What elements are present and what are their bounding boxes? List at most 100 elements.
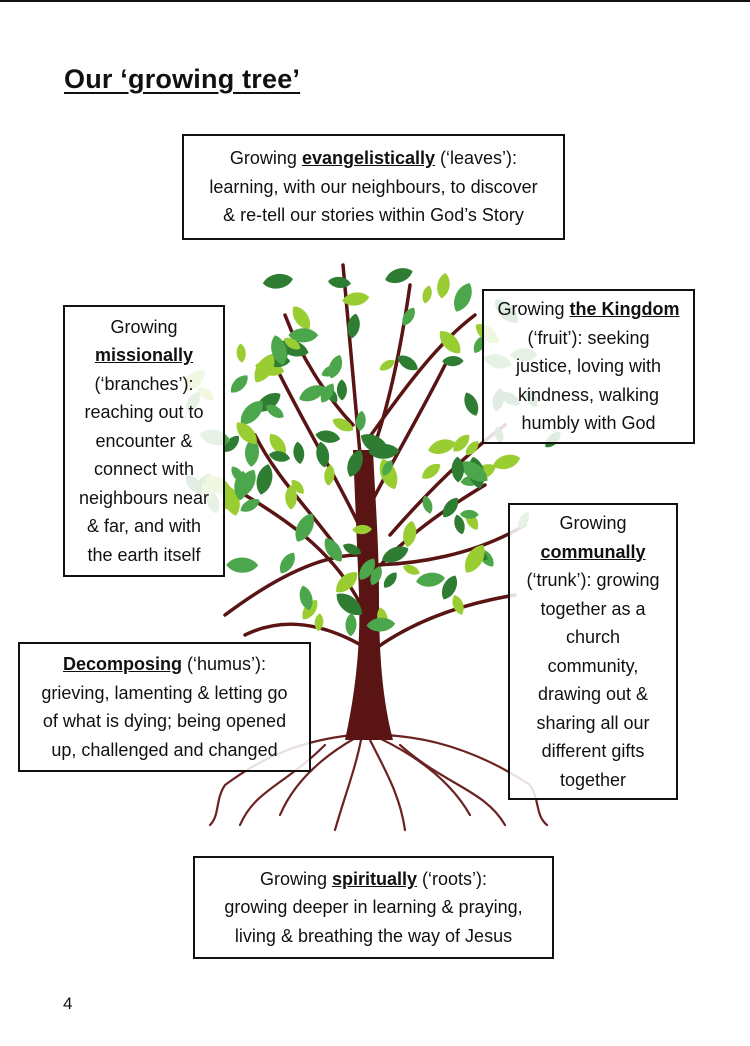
communal-keyword: communally — [540, 541, 646, 562]
tree-leaf — [295, 513, 314, 542]
communal-line: community, — [547, 655, 639, 676]
tree-leaf — [441, 575, 458, 600]
missional-line: neighbours near — [78, 487, 210, 508]
tree-leaf — [268, 451, 291, 462]
tree-illustration — [185, 263, 561, 832]
tree-leaf — [299, 585, 313, 611]
tree-root — [333, 738, 363, 832]
tree-root — [238, 743, 327, 827]
tree-leaf — [324, 538, 343, 562]
tree-leaf — [439, 331, 461, 354]
missional-line: reaching out to — [84, 402, 204, 423]
communal-line: church — [565, 627, 621, 647]
tree-leaf — [402, 307, 415, 326]
kingdom-line: humbly with God — [521, 413, 656, 434]
tree-leaf — [224, 435, 239, 452]
tree-leaf — [234, 470, 249, 501]
tree-leaf — [271, 335, 287, 366]
tree-leaf — [453, 434, 470, 452]
tree-leaf — [460, 461, 488, 482]
tree-root — [368, 738, 407, 832]
tree-leaf — [464, 392, 479, 416]
tree-leaf — [332, 418, 354, 432]
tree-leaf — [254, 354, 275, 383]
tree-leaf — [383, 572, 397, 588]
tree-leaf — [437, 272, 450, 299]
missional-branches-box: Growing missionally (‘branches’): reachi… — [63, 305, 225, 577]
evangelistic-heading: Growing evangelistically (‘leaves’): — [229, 148, 518, 169]
kingdom-line: kindness, walking — [517, 384, 660, 405]
tree-branch — [369, 313, 477, 437]
evangelistic-line: & re-tell our stories within God’s Story — [223, 205, 524, 226]
tree-leaf — [403, 520, 417, 548]
tree-leaf — [220, 501, 240, 511]
tree-leaf — [240, 498, 260, 512]
kingdom-heading: Growing the Kingdom — [497, 299, 680, 320]
kingdom-fruit-box: Growing the Kingdom (‘fruit’): seeking j… — [482, 289, 695, 444]
tree-leaf — [299, 385, 326, 402]
communal-trunk-box: Growing communally (‘trunk’): growing to… — [508, 503, 678, 800]
tree-leaf — [368, 444, 400, 459]
kingdom-line: justice, loving with — [515, 356, 662, 377]
missional-line: (‘branches’): — [94, 373, 194, 394]
tree-leaf — [266, 404, 284, 418]
tree-leaf — [422, 285, 432, 304]
tree-leaf — [245, 437, 259, 467]
tree-leaf — [316, 441, 330, 468]
page-title: Our ‘growing tree’ — [64, 64, 301, 94]
tree-leaf — [336, 572, 358, 593]
missional-line: & far, and with — [86, 516, 202, 537]
tree-leaf — [385, 268, 413, 284]
tree-branch — [341, 263, 363, 467]
tree-leaf — [347, 313, 360, 339]
tree-leaf — [321, 364, 340, 377]
top-rule — [0, 0, 750, 2]
tree-leaf — [465, 441, 479, 456]
communal-line: different gifts — [541, 741, 645, 761]
tree-leaf — [442, 356, 464, 367]
tree-leaf — [343, 543, 362, 555]
tree-leaf — [454, 282, 472, 312]
tree-leaf — [320, 383, 335, 403]
communal-line: sharing all our — [536, 712, 650, 733]
spiritual-heading: Growing spiritually (‘roots’): — [259, 868, 488, 889]
tree-leaf — [285, 484, 297, 510]
missional-keyword: missionally — [94, 345, 194, 366]
tree-root — [208, 733, 355, 827]
decomposing-heading: Decomposing (‘humus’): — [62, 654, 267, 674]
communal-line: Growing — [559, 513, 627, 533]
tree-leaf — [226, 557, 259, 573]
spiritual-roots-box: Growing spiritually (‘roots’): growing d… — [193, 856, 554, 959]
tree-leaf — [342, 292, 370, 306]
decomposing-line: of what is dying; being opened — [42, 711, 287, 731]
tree-leaf — [465, 544, 485, 573]
missional-line: the earth itself — [87, 544, 201, 565]
tree-branch — [243, 493, 363, 607]
tree-leaf — [269, 433, 286, 455]
tree-root — [398, 743, 507, 827]
tree-leaf — [451, 456, 464, 483]
tree-leaf — [315, 430, 341, 443]
tree-branch — [365, 593, 517, 657]
tree-leaf — [302, 599, 318, 620]
tree-leaf — [240, 401, 263, 425]
tree-leaf — [442, 497, 459, 518]
page-number: 4 — [63, 994, 73, 1013]
tree-leaf — [345, 613, 357, 637]
tree-leaf — [428, 439, 456, 454]
tree-leaf — [336, 379, 347, 401]
tree-leaf — [452, 594, 464, 615]
tree-leaf — [293, 441, 305, 465]
communal-line: together as a — [540, 598, 646, 619]
spiritual-line: growing deeper in learning & praying, — [224, 897, 523, 918]
tree-leaf — [366, 617, 396, 632]
tree-leaf — [336, 593, 362, 616]
tree-trunk — [345, 450, 393, 740]
tree-leaf — [359, 558, 375, 580]
tree-leaf — [347, 449, 363, 477]
tree-leaf — [422, 463, 441, 479]
tree-leaf — [280, 552, 295, 574]
tree-branch — [283, 313, 355, 427]
communal-line: drawing out & — [537, 684, 649, 704]
tree-leaf — [236, 343, 246, 363]
